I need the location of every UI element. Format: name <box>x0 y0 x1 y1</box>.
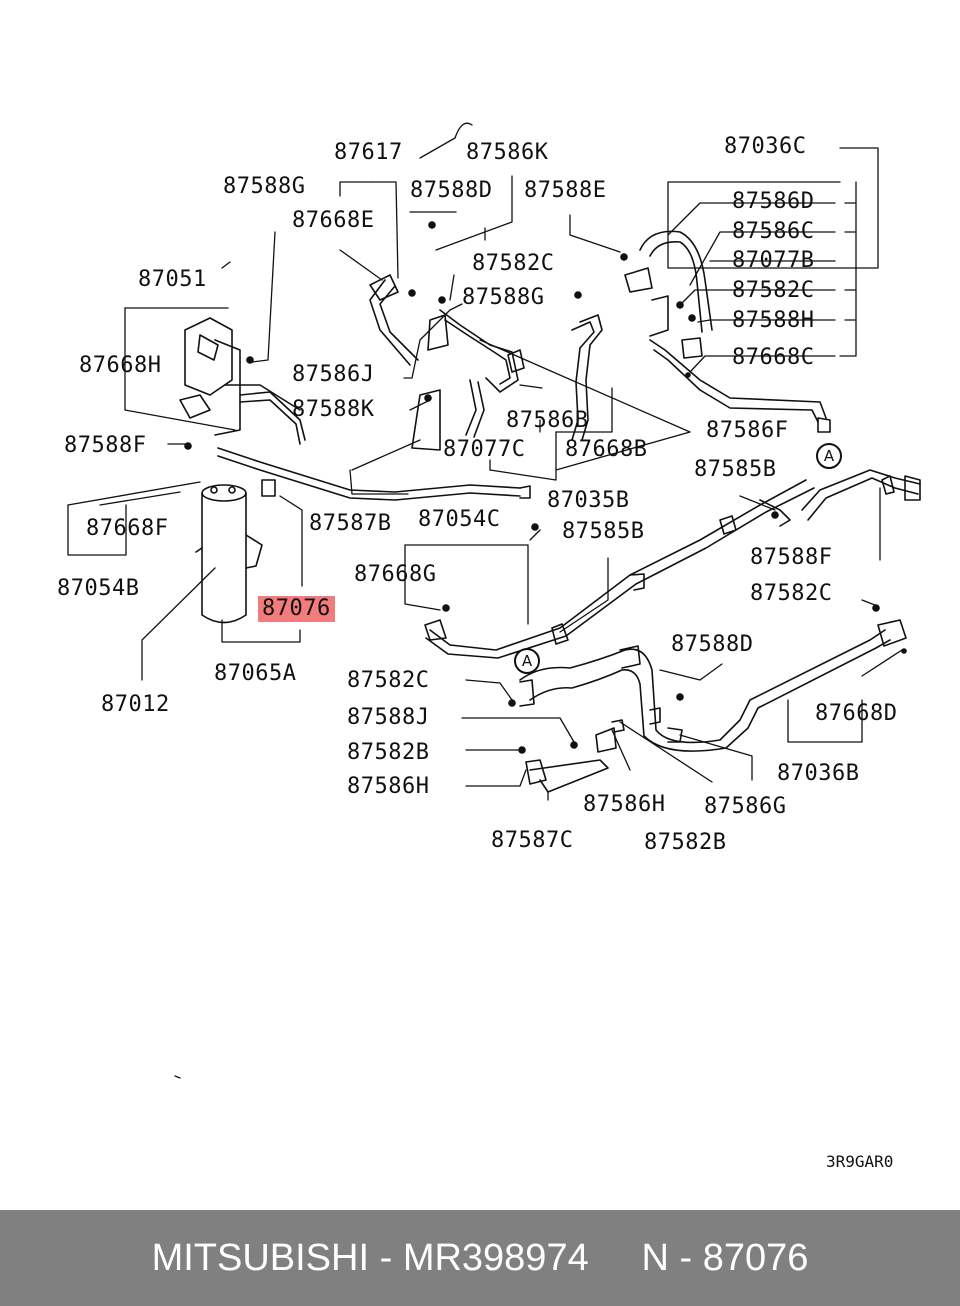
footer-part-number: MR398974 <box>402 1236 589 1279</box>
callout-87588f-right[interactable]: 87588F <box>750 545 833 570</box>
callout-87077c[interactable]: 87077C <box>443 437 526 462</box>
callout-87588d-top[interactable]: 87588D <box>410 178 493 203</box>
block-valve <box>179 317 531 501</box>
callout-87077b[interactable]: 87077B <box>732 248 815 273</box>
callout-87668b[interactable]: 87668B <box>565 437 648 462</box>
callout-87586j[interactable]: 87586J <box>292 362 375 387</box>
diagram-code: 3R9GAR0 <box>826 1152 894 1171</box>
callout-87588d-bottom[interactable]: 87588D <box>671 632 754 657</box>
footer-ref-prefix: N <box>641 1236 669 1279</box>
callout-87588j[interactable]: 87588J <box>347 705 430 730</box>
callout-87668h[interactable]: 87668H <box>79 353 162 378</box>
callout-87588k[interactable]: 87588K <box>292 397 375 422</box>
callout-87668d[interactable]: 87668D <box>815 701 898 726</box>
callout-87588g-top[interactable]: 87588G <box>223 174 306 199</box>
discharge-hose <box>519 619 907 793</box>
footer-ref-number: 87076 <box>702 1236 809 1279</box>
callout-87587b[interactable]: 87587B <box>309 511 392 536</box>
callout-87668f[interactable]: 87668F <box>86 516 169 541</box>
callout-87065a[interactable]: 87065A <box>214 661 297 686</box>
callout-87582c-top[interactable]: 87582C <box>472 251 555 276</box>
callout-87586c[interactable]: 87586C <box>732 219 815 244</box>
callout-87585b-right[interactable]: 87585B <box>694 457 777 482</box>
callout-87668g[interactable]: 87668G <box>354 562 437 587</box>
callout-87076-highlighted[interactable]: 87076 <box>258 596 335 622</box>
callout-87036c[interactable]: 87036C <box>724 134 807 159</box>
footer-bar: MITSUBISHI - MR398974 N - 87076 <box>0 1210 960 1306</box>
footer-brand: MITSUBISHI <box>151 1236 370 1279</box>
callout-87586b[interactable]: 87586B <box>506 408 589 433</box>
callout-87586g[interactable]: 87586G <box>704 794 787 819</box>
callout-87588g-mid[interactable]: 87588G <box>462 285 545 310</box>
callout-87588f-left[interactable]: 87588F <box>64 433 147 458</box>
callout-87586d[interactable]: 87586D <box>732 189 815 214</box>
footer-separator-2: - <box>668 1236 703 1279</box>
connection-marker-a-upper: A <box>816 443 842 469</box>
line-art <box>67 122 921 1079</box>
callout-87582c-bottom[interactable]: 87582C <box>347 668 430 693</box>
callout-87617[interactable]: 87617 <box>334 140 403 165</box>
callout-87582c-right-mid[interactable]: 87582C <box>750 581 833 606</box>
callout-87036b[interactable]: 87036B <box>777 761 860 786</box>
footer-separator: - <box>369 1236 403 1279</box>
callout-87012[interactable]: 87012 <box>101 692 170 717</box>
callout-87582b-bottom[interactable]: 87582B <box>644 830 727 855</box>
right-upper-hoses <box>624 230 831 433</box>
leader-lines <box>67 122 903 1079</box>
callout-87588h[interactable]: 87588H <box>732 308 815 333</box>
callout-87587c[interactable]: 87587C <box>491 828 574 853</box>
callout-87054c[interactable]: 87054C <box>418 507 501 532</box>
callout-87035b[interactable]: 87035B <box>547 488 630 513</box>
callout-87586f[interactable]: 87586F <box>706 418 789 443</box>
callout-87586k[interactable]: 87586K <box>466 140 549 165</box>
callout-87668e[interactable]: 87668E <box>292 208 375 233</box>
callout-87054b[interactable]: 87054B <box>57 576 140 601</box>
parts-diagram: 87617 87586K 87036C 87588G 87588D 87588E… <box>57 122 921 1171</box>
callout-87585b-mid[interactable]: 87585B <box>562 519 645 544</box>
suction-tube <box>424 469 921 659</box>
callout-87582c-right[interactable]: 87582C <box>732 278 815 303</box>
callout-87582b-left[interactable]: 87582B <box>347 740 430 765</box>
callout-87051[interactable]: 87051 <box>138 267 207 292</box>
bolts <box>184 221 907 754</box>
callout-87668c[interactable]: 87668C <box>732 345 815 370</box>
central-pipes <box>369 274 603 451</box>
callout-87588e[interactable]: 87588E <box>524 178 607 203</box>
footer-gap <box>589 1237 642 1280</box>
connection-marker-a-lower: A <box>514 648 540 674</box>
receiver-dryer <box>195 479 276 624</box>
callout-87586h-right[interactable]: 87586H <box>583 792 666 817</box>
callout-87586h-left[interactable]: 87586H <box>347 774 430 799</box>
